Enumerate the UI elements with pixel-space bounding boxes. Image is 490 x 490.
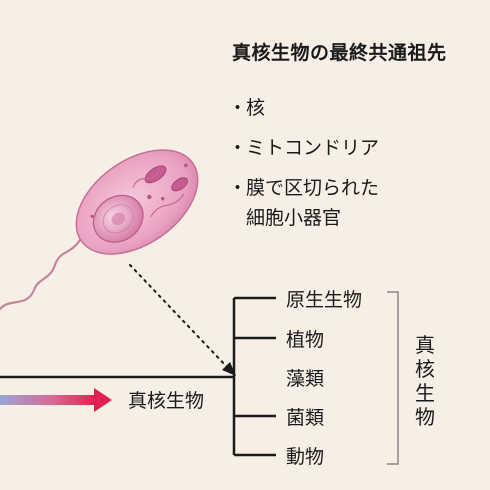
bullet: ・ xyxy=(228,137,248,159)
branch-label-plants: 植物 xyxy=(286,329,325,351)
cell-illustration xyxy=(75,149,199,255)
feature-text: 膜で区切られた xyxy=(246,177,380,199)
flagellum xyxy=(0,238,82,311)
trunk-label: 真核生物 xyxy=(128,390,205,412)
feature-text-continued: 細胞小器官 xyxy=(246,207,342,229)
feature-item: ・膜で区切られた 細胞小器官 xyxy=(228,172,379,234)
feature-text: 核 xyxy=(246,97,266,119)
branch-label-animals: 動物 xyxy=(286,446,325,468)
gradient-arrow-shaft xyxy=(0,395,96,405)
branch-label-protists: 原生生物 xyxy=(286,289,363,311)
bullet: ・ xyxy=(228,97,248,119)
dotted-connector xyxy=(129,264,229,369)
feature-item: ・ミトコンドリア xyxy=(228,132,379,164)
ancestor-title: 真核生物の最終共通祖先 xyxy=(232,42,447,64)
group-label: 真核生物 xyxy=(415,333,435,429)
feature-text: ミトコンドリア xyxy=(246,137,380,159)
dotted-arrowhead xyxy=(222,362,236,376)
feature-item: ・核 xyxy=(228,92,379,124)
feature-list: ・核 ・ミトコンドリア ・膜で区切られた 細胞小器官 xyxy=(228,92,379,242)
bullet: ・ xyxy=(228,177,248,199)
branch-label-algae: 藻類 xyxy=(286,368,325,390)
group-bracket xyxy=(387,291,399,465)
branch-label-fungi: 菌類 xyxy=(286,407,325,429)
gradient-arrow-head xyxy=(94,388,112,412)
